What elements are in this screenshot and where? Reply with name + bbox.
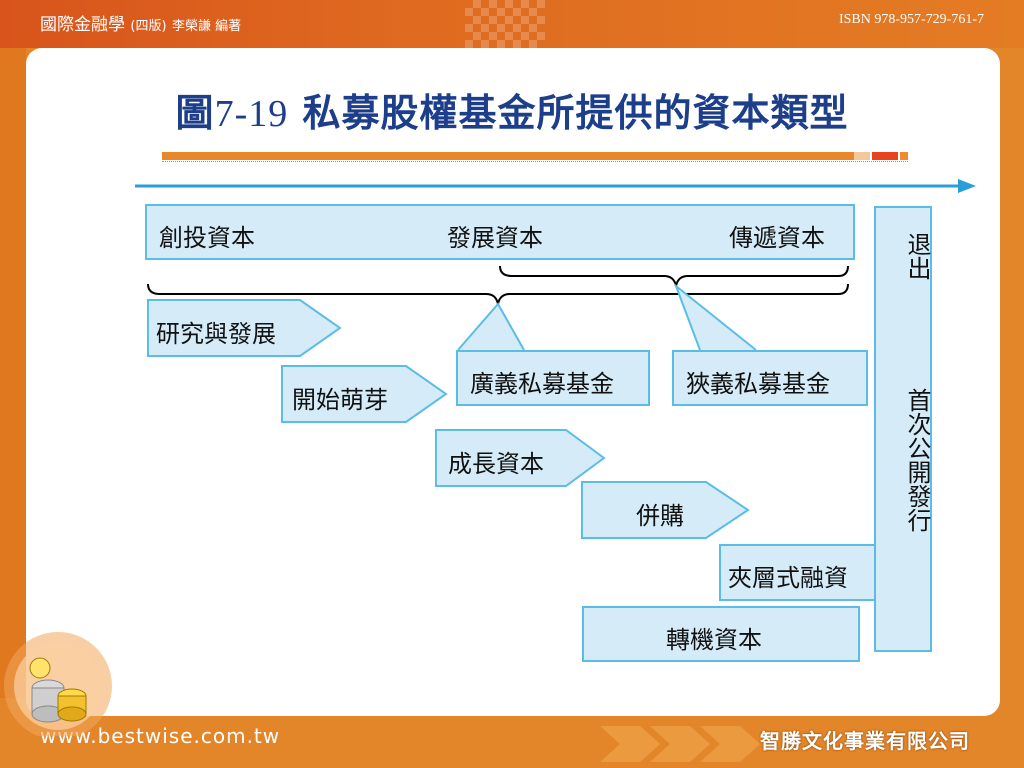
narrow-fund-label: 狹義私募基金 [686, 370, 830, 398]
ipo-label: 首次公開發行 [903, 388, 931, 532]
title-underline-accent [854, 152, 870, 160]
step-label-mna: 併購 [636, 502, 684, 530]
book-title: 國際金融學 [40, 15, 125, 35]
exit-box: 退出 首次公開發行 [874, 206, 932, 652]
narrow-fund-box: 狹義私募基金 [672, 350, 868, 406]
footer-chevron-2 [650, 726, 710, 762]
book-info: 國際金融學 (四版) 李榮謙 編著 [40, 10, 241, 35]
broad-fund-box: 廣義私募基金 [456, 350, 650, 406]
isbn: ISBN 978-957-729-761-7 [838, 12, 984, 27]
stage-venture-capital: 創投資本 [159, 224, 255, 252]
broad-fund-label: 廣義私募基金 [470, 370, 614, 398]
title-text: 私募股權基金所提供的資本類型 [288, 91, 849, 135]
step-label-growth: 成長資本 [448, 450, 544, 478]
book-edition: (四版) [130, 19, 167, 34]
header-pattern [465, 0, 545, 48]
header-bar [0, 0, 1024, 48]
step-label-seed: 開始萌芽 [292, 386, 388, 414]
left-strip [0, 48, 26, 698]
title-underline [162, 152, 854, 160]
book-author: 李榮謙 編著 [171, 19, 242, 34]
footer-chevron-1 [600, 726, 660, 762]
stage-transfer-capital: 傳遞資本 [729, 224, 825, 252]
turnaround-box: 轉機資本 [582, 606, 860, 662]
stage-development-capital: 發展資本 [447, 224, 543, 252]
slide-title: 圖7-19 私募股權基金所提供的資本類型 [0, 82, 1024, 137]
footer-bar [0, 716, 1024, 768]
callout-broad-pointer [457, 302, 525, 351]
stage-box: 創投資本 發展資本 傳遞資本 [145, 204, 855, 260]
title-number: 7-19 [214, 93, 289, 135]
step-label-mezzanine: 夾層式融資 [728, 564, 848, 592]
step-arrow-rd [147, 299, 342, 357]
footer-chevron-3 [700, 726, 760, 762]
step-arrow-seed [281, 365, 448, 423]
footer-publisher: 智勝文化事業有限公司 [760, 729, 970, 753]
title-underline-accent-end [900, 152, 908, 160]
timeline-arrowhead [958, 179, 976, 193]
callout-narrow-pointer [673, 282, 757, 351]
title-underline-accent-red [872, 152, 898, 160]
turnaround-label: 轉機資本 [666, 626, 762, 654]
title-prefix: 圖 [175, 91, 215, 135]
step-label-rd: 研究與發展 [156, 320, 276, 348]
title-dotted-line [162, 161, 908, 164]
step-arrow-mna [581, 481, 750, 539]
exit-label: 退出 [903, 232, 931, 280]
coin-stack-icon [4, 632, 112, 736]
step-arrow-growth [435, 429, 606, 487]
